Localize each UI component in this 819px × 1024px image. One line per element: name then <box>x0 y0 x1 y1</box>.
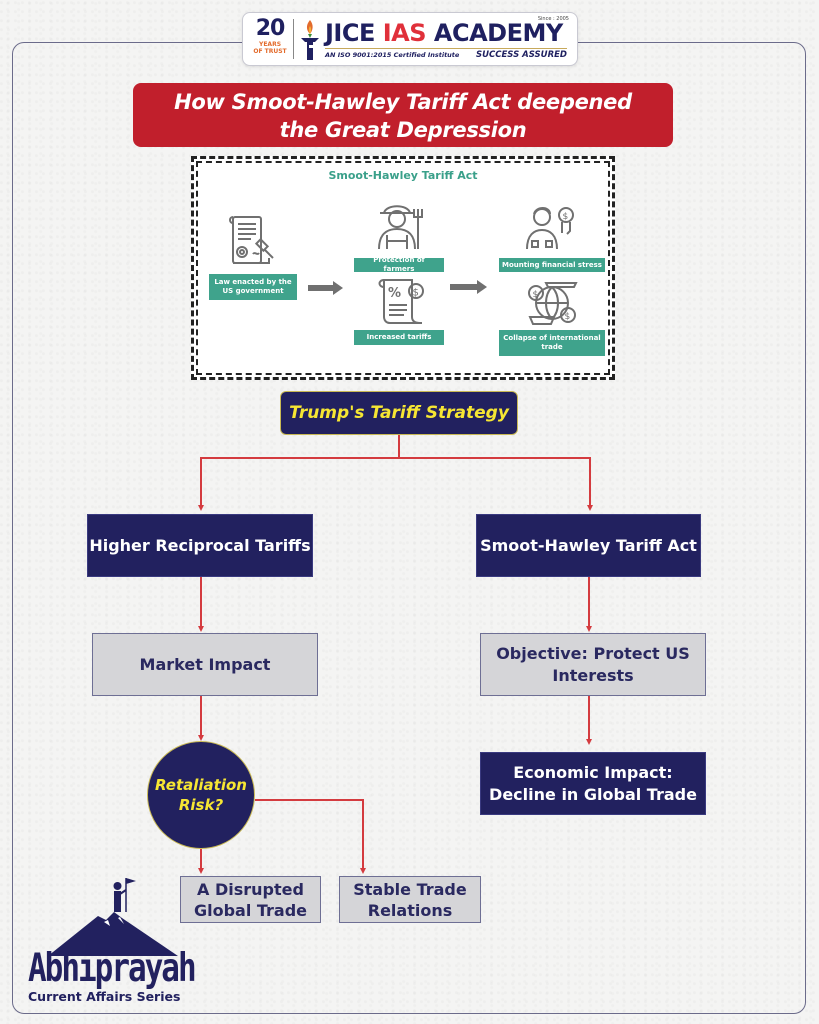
logo-divider <box>293 19 294 59</box>
page-title: How Smoot-Hawley Tariff Act deepened the… <box>133 83 673 147</box>
step-collapse: Collapse of international trade <box>499 330 605 356</box>
arrowhead-icon <box>585 739 592 745</box>
connector <box>200 457 202 507</box>
brand-name: JICE IAS ACADEMY <box>325 19 563 47</box>
brand-ias: IAS <box>382 19 427 47</box>
arrowhead-icon <box>197 868 204 874</box>
title-line-1: How Smoot-Hawley Tariff Act deepened <box>174 90 632 114</box>
series-label: Current Affairs Series <box>28 989 181 1004</box>
connector <box>589 457 591 507</box>
step-stress: Mounting financial stress <box>499 258 605 272</box>
success-tagline: SUCCESS ASSURED <box>475 50 567 60</box>
years-badge: 20 YEARS OF TRUST <box>250 16 290 56</box>
arrowhead-icon <box>197 626 204 632</box>
years-number: 20 <box>255 16 286 41</box>
connector <box>362 799 364 870</box>
svg-text:$: $ <box>565 312 571 322</box>
law-document-icon <box>229 216 274 264</box>
connector <box>200 696 202 736</box>
years-label: YEARS <box>258 41 282 48</box>
decision-label: Retaliation Risk? <box>155 776 247 814</box>
arrow-right-icon <box>308 281 343 295</box>
svg-text:$: $ <box>413 288 419 299</box>
arrowhead-icon <box>585 626 592 632</box>
connector <box>200 849 202 870</box>
farmer-icon <box>378 205 423 250</box>
brand-jice: JICE <box>325 19 383 47</box>
arrowhead-icon <box>197 735 204 741</box>
node-disrupted-global-trade: A Disrupted Global Trade <box>180 876 321 923</box>
connector <box>200 577 202 628</box>
jice-logo: 20 YEARS OF TRUST JICE IAS ACADEMY Since… <box>242 12 578 66</box>
node-objective: Objective: Protect US Interests <box>480 633 706 696</box>
brand-academy: ACADEMY <box>426 19 563 47</box>
iso-certification: AN ISO 9001:2015 Certified Institute <box>325 51 460 59</box>
connector <box>588 696 590 741</box>
connector <box>398 435 400 457</box>
inset-title: Smoot-Hawley Tariff Act <box>328 169 478 182</box>
node-stable-trade-relations: Stable Trade Relations <box>339 876 481 923</box>
node-smoot-hawley-act: Smoot-Hawley Tariff Act <box>476 514 701 577</box>
title-line-2: the Great Depression <box>279 118 527 142</box>
node-economic-impact: Economic Impact: Decline in Global Trade <box>480 752 706 815</box>
arrowhead-icon <box>359 868 366 874</box>
step-tariffs: Increased tariffs <box>354 330 444 345</box>
since-label: Since : 2005 <box>537 16 569 22</box>
step-protection: Protection of farmers <box>354 256 444 273</box>
tagline-rule <box>325 48 567 49</box>
smoot-hawley-inset: Smoot-Hawley Tariff Act Law enacted by t… <box>191 156 615 380</box>
node-higher-reciprocal-tariffs: Higher Reciprocal Tariffs <box>87 514 313 577</box>
torch-icon <box>301 20 319 60</box>
abhiprayah-logo: Abhiprayah Current Affairs Series <box>28 876 198 1011</box>
mountain-climber-icon <box>48 878 178 956</box>
abhiprayah-wordmark: Abhiprayah <box>28 946 197 991</box>
global-trade-icon: $ $ <box>528 282 578 325</box>
node-market-impact: Market Impact <box>92 633 318 696</box>
arrowhead-icon <box>586 505 593 511</box>
connector <box>255 799 363 801</box>
svg-text:%: % <box>388 286 401 301</box>
decision-retaliation-risk: Retaliation Risk? <box>147 741 255 849</box>
connector <box>588 577 590 628</box>
tariff-receipt-icon: % $ <box>378 279 424 324</box>
svg-text:$: $ <box>533 290 539 300</box>
financial-stress-icon: $ <box>526 207 574 250</box>
root-node-strategy: Trump's Tariff Strategy <box>280 391 518 435</box>
arrow-right-icon <box>450 280 487 294</box>
trust-label: OF TRUST <box>253 48 287 55</box>
step-law: Law enacted by the US government <box>209 274 297 300</box>
connector <box>200 457 590 459</box>
arrowhead-icon <box>197 505 204 511</box>
svg-text:$: $ <box>563 212 569 222</box>
